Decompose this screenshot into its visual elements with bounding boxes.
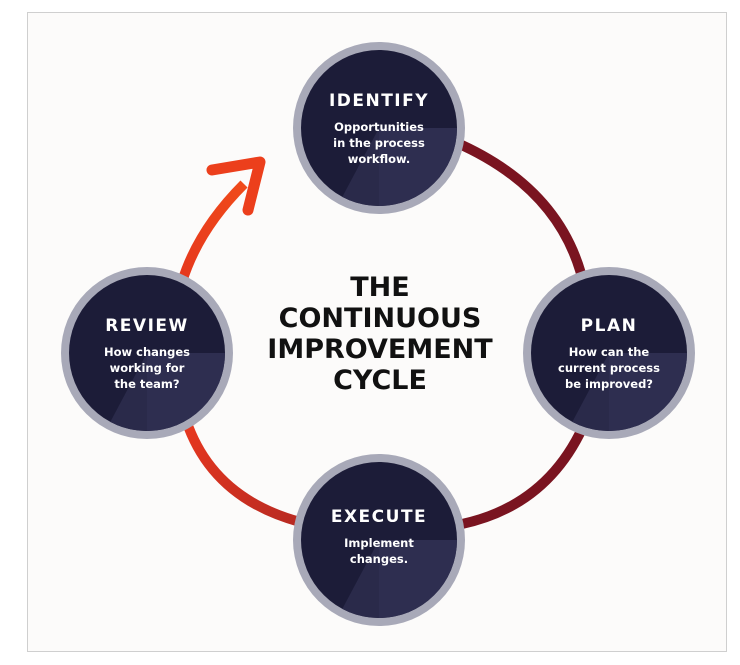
arc-review-to-identify <box>177 180 248 284</box>
node-review-label: REVIEW <box>105 316 189 336</box>
node-review-desc-2: working for <box>110 361 185 375</box>
node-identify-desc-3: workflow. <box>348 152 411 166</box>
node-plan-desc-3: be improved? <box>565 377 653 391</box>
center-title-line-3: IMPROVEMENT <box>267 334 493 365</box>
center-title-line-4: CYCLE <box>333 365 427 396</box>
node-execute: EXECUTE Implement changes. <box>293 454 465 626</box>
node-review: REVIEW How changes working for the team? <box>61 267 233 439</box>
center-title-line-1: THE <box>350 272 409 303</box>
node-review-desc-1: How changes <box>104 345 190 359</box>
arc-execute-to-review <box>181 418 302 527</box>
node-plan: PLAN How can the current process be impr… <box>523 267 695 439</box>
node-identify-desc-2: in the process <box>333 136 425 150</box>
node-execute-desc-2: changes. <box>350 552 408 566</box>
center-title-line-2: CONTINUOUS <box>279 303 482 334</box>
arc-identify-to-plan <box>452 137 590 291</box>
node-identify-label: IDENTIFY <box>329 91 429 111</box>
node-execute-label: EXECUTE <box>331 507 427 527</box>
node-identify: IDENTIFY Opportunities in the process wo… <box>293 42 465 214</box>
cycle-arcs <box>177 137 591 529</box>
node-plan-desc-1: How can the <box>569 345 650 359</box>
node-review-desc-3: the team? <box>114 377 179 391</box>
node-identify-desc-1: Opportunities <box>334 120 424 134</box>
arrow-head <box>206 156 266 216</box>
node-plan-desc-2: current process <box>558 361 660 375</box>
node-execute-desc-1: Implement <box>344 536 414 550</box>
center-title: THE CONTINUOUS IMPROVEMENT CYCLE <box>267 272 493 396</box>
arc-plan-to-execute <box>460 418 591 529</box>
node-plan-label: PLAN <box>581 316 638 336</box>
